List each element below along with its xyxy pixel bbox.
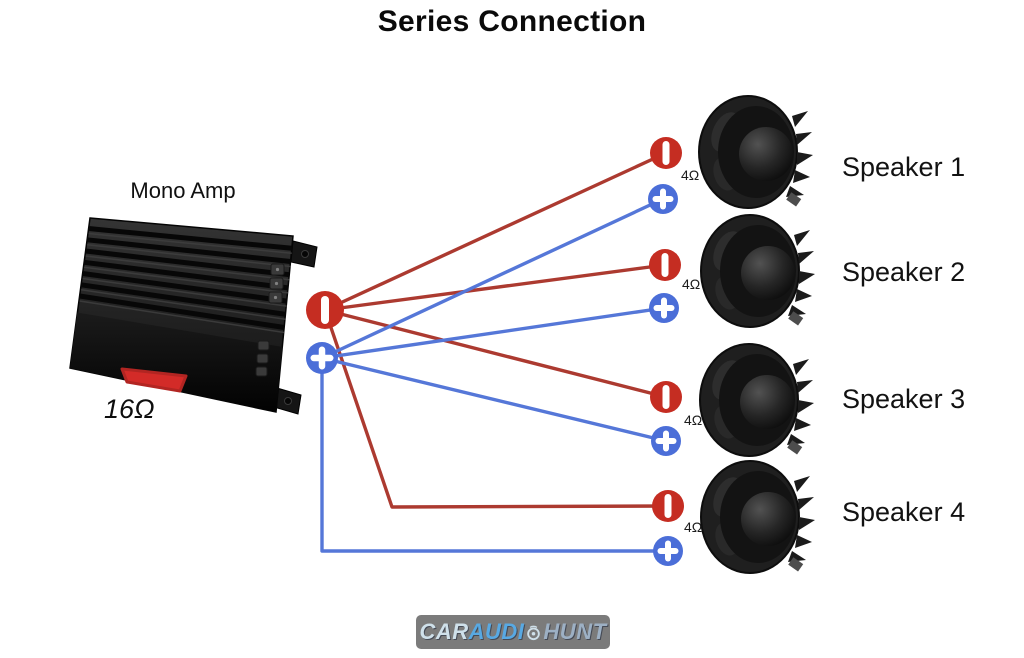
speaker-4-label: Speaker 4 bbox=[842, 497, 966, 527]
amp-label: Mono Amp bbox=[130, 178, 236, 203]
speaker-1-positive-terminal-icon bbox=[648, 184, 678, 214]
speaker-icon bbox=[527, 625, 541, 640]
diagram-title: Series Connection bbox=[377, 5, 647, 38]
amp-negative-terminal-icon bbox=[306, 291, 344, 329]
speaker-1-negative-terminal-icon bbox=[650, 137, 682, 169]
wire-blue-speaker-2 bbox=[320, 306, 666, 360]
speaker-2-image bbox=[700, 214, 816, 328]
speaker-1-image bbox=[698, 95, 814, 209]
speaker-2-impedance-label: 4Ω bbox=[682, 276, 701, 292]
speaker-4-negative-terminal-icon bbox=[652, 490, 684, 522]
wire-red-speaker-2 bbox=[323, 263, 667, 312]
amp-impedance-label: 16Ω bbox=[104, 394, 155, 424]
speaker-2-positive-terminal-icon bbox=[649, 293, 679, 323]
speaker-2-label: Speaker 2 bbox=[842, 257, 966, 287]
speaker-3-label: Speaker 3 bbox=[842, 384, 966, 414]
wire-blue-speaker-1 bbox=[320, 197, 665, 360]
watermark-text-audi: AUDI bbox=[468, 619, 525, 644]
watermark-text-car: CAR bbox=[419, 619, 469, 644]
amp-accent-stripe bbox=[120, 367, 188, 393]
speaker-4-impedance-label: 4Ω bbox=[684, 519, 703, 535]
amp-positive-terminal-icon bbox=[306, 342, 338, 374]
speaker-3-image bbox=[699, 343, 815, 457]
speaker-3-negative-terminal-icon bbox=[650, 381, 682, 413]
wire-red-speaker-3 bbox=[323, 308, 668, 399]
wire-blue-speaker-3 bbox=[320, 356, 668, 443]
speaker-1-impedance-label: 4Ω bbox=[681, 167, 700, 183]
watermark-text-hunt: HUNT bbox=[543, 619, 607, 644]
wire-red-speaker-4 bbox=[323, 308, 670, 509]
wire-blue-speaker-4 bbox=[320, 356, 670, 553]
speaker-3-impedance-label: 4Ω bbox=[684, 412, 703, 428]
mono-amp-image bbox=[69, 217, 318, 415]
speaker-1-label: Speaker 1 bbox=[842, 152, 966, 182]
speaker-4-positive-terminal-icon bbox=[653, 536, 683, 566]
wire-red-speaker-1 bbox=[323, 151, 668, 312]
speaker-3-positive-terminal-icon bbox=[651, 426, 681, 456]
speaker-4-image bbox=[700, 460, 816, 574]
speaker-2-negative-terminal-icon bbox=[649, 249, 681, 281]
